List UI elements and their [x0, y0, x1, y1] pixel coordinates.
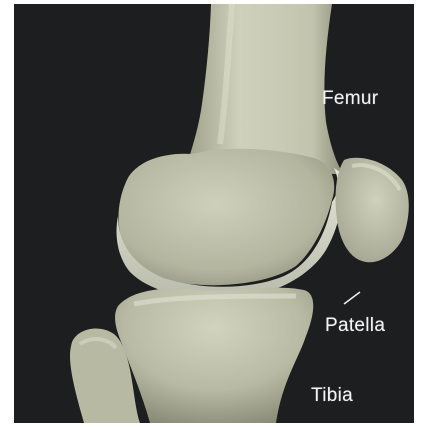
patella-pointer-line	[344, 292, 360, 304]
patella	[336, 158, 409, 262]
knee-bones-drawing	[14, 4, 414, 423]
femur-shaft	[184, 4, 344, 174]
tibia-label: Tibia	[311, 385, 353, 407]
femur-label: Femur	[322, 88, 378, 110]
patella-label: Patella	[325, 315, 385, 337]
tibia	[115, 288, 313, 423]
knee-joint-illustration: Femur Patella Tibia	[14, 4, 414, 423]
